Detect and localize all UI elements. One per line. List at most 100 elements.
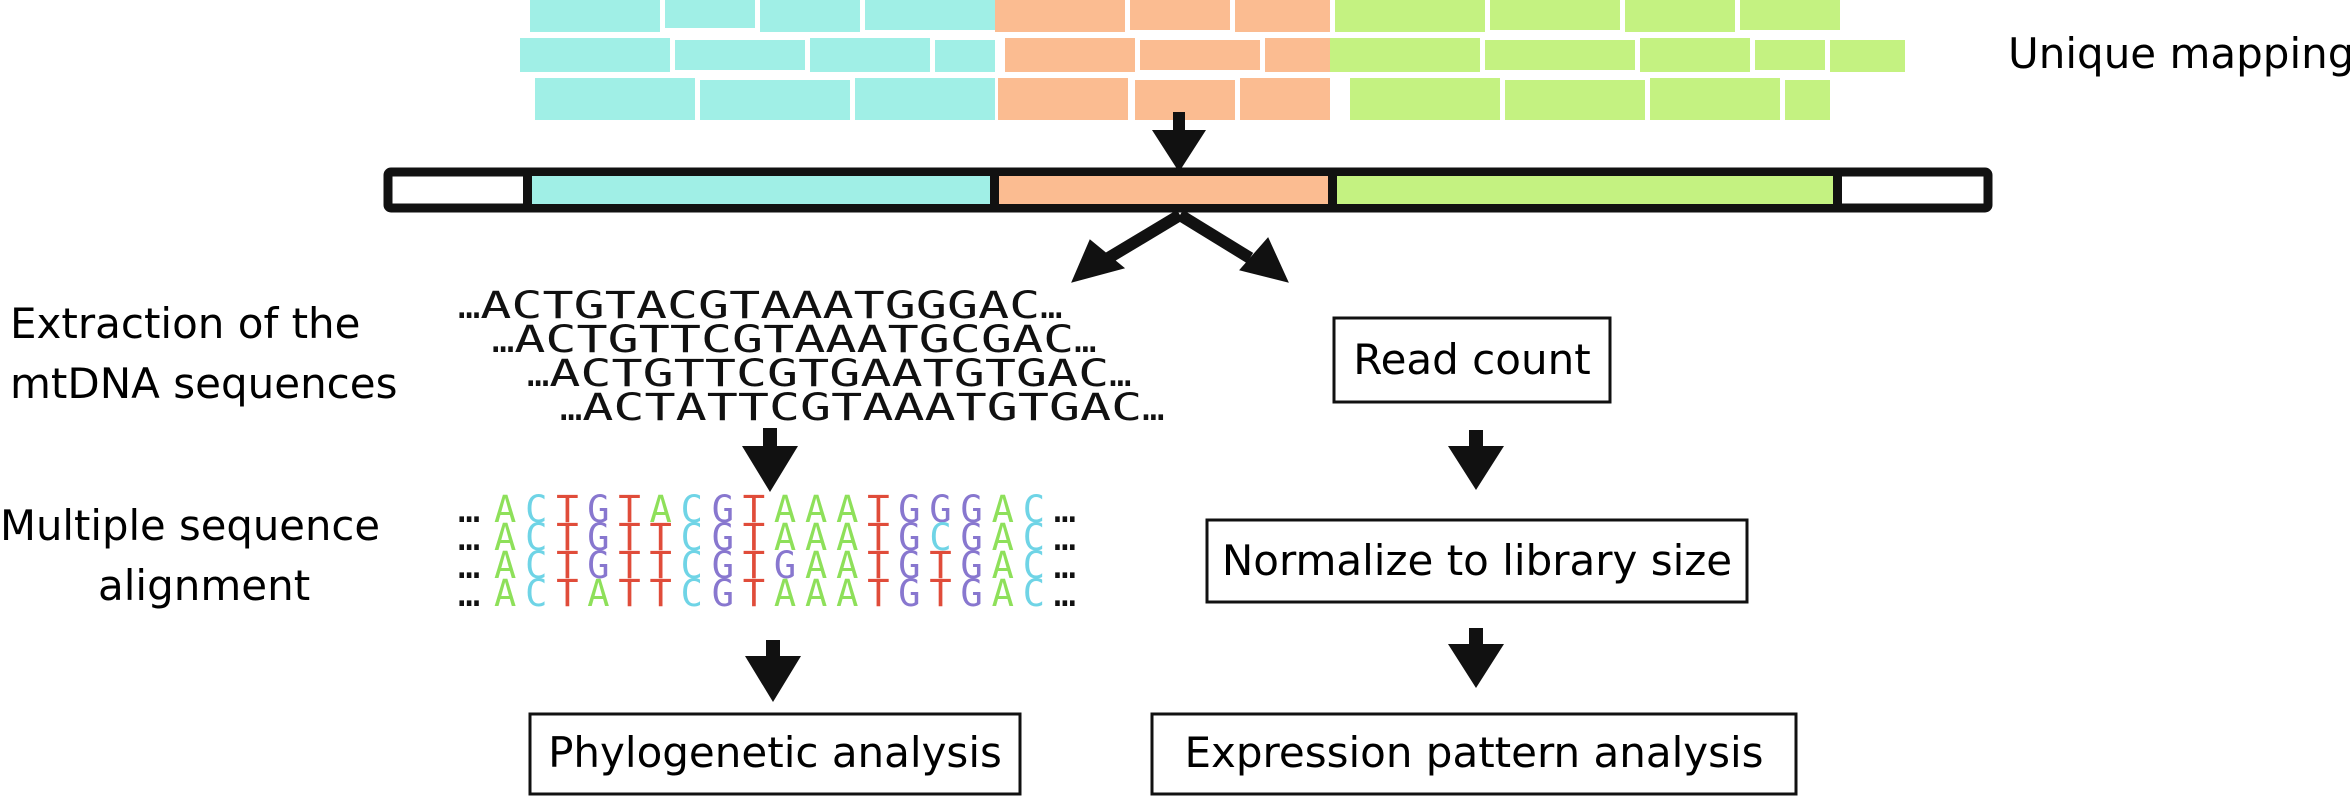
arrow-to-expression-icon [1448, 628, 1504, 688]
aligned-base: A [494, 488, 516, 531]
aligned-base: C [681, 488, 703, 531]
normalize-box: Normalize to library size [1205, 518, 1749, 604]
genome-segment-salmon [998, 176, 1328, 204]
aligned-base: C [525, 488, 547, 531]
aligned-base: G [961, 488, 983, 531]
genome-segment-cyan [530, 176, 990, 204]
aligned-base: A [805, 488, 827, 531]
expression-box: Expression pattern analysis [1150, 712, 1798, 796]
aligned-base: G [774, 544, 796, 587]
aligned-base: T [743, 544, 765, 587]
aligned-base: T [743, 572, 765, 615]
arrow-to-phylogenetic-icon [745, 640, 801, 702]
aligned-base: A [836, 544, 858, 587]
aligned-base: C [1023, 544, 1045, 587]
aligned-base: G [587, 544, 609, 587]
genome-bar [383, 167, 1993, 213]
aligned-base: A [650, 488, 672, 531]
mapped-reads [520, 0, 1905, 120]
extracted-seq-2: …ACTGTTCGTAAATGCGAC… [492, 318, 1097, 361]
aligned-base: G [712, 516, 734, 559]
aligned-base: G [898, 544, 920, 587]
aligned-base: G [961, 544, 983, 587]
aligned-base: C [525, 516, 547, 559]
aligned-base: C [1023, 488, 1045, 531]
aligned-base: A [774, 572, 796, 615]
arrow-split-left-icon [1071, 209, 1184, 283]
aligned-base: T [867, 488, 889, 531]
extraction-label-line1: Extraction of the [10, 299, 361, 348]
aligned-base: A [992, 572, 1014, 615]
aligned-base: A [992, 488, 1014, 531]
aligned-base: T [929, 572, 951, 615]
aligned-base: A [774, 516, 796, 559]
reads-green [1330, 0, 1905, 120]
aligned-base: A [836, 488, 858, 531]
aligned-base: A [805, 516, 827, 559]
aligned-base: C [681, 516, 703, 559]
aligned-base: G [587, 516, 609, 559]
aligned-base: A [992, 544, 1014, 587]
extraction-label-line2: mtDNA sequences [10, 359, 398, 408]
reads-salmon [995, 0, 1330, 120]
aligned-base: G [898, 488, 920, 531]
aligned-base: T [556, 544, 578, 587]
reads-cyan [520, 0, 995, 120]
aligned-base: T [867, 516, 889, 559]
aligned-ellipsis-left: … [458, 516, 480, 559]
unique-mapping-label: Unique mapping [2008, 29, 2350, 78]
aligned-base: T [650, 516, 672, 559]
aligned-base: A [805, 544, 827, 587]
aligned-ellipsis-left: … [458, 544, 480, 587]
aligned-base: T [867, 544, 889, 587]
aligned-base: T [867, 572, 889, 615]
aligned-ellipsis-left: … [458, 488, 480, 531]
aligned-ellipsis-left: … [458, 572, 480, 615]
aligned-base: C [1023, 572, 1045, 615]
arrow-split-right-icon [1176, 209, 1289, 283]
aligned-base: T [618, 572, 640, 615]
aligned-ellipsis-right: … [1054, 544, 1076, 587]
aligned-base: C [525, 544, 547, 587]
aligned-base: G [587, 488, 609, 531]
arrow-mapping-icon [1152, 112, 1206, 172]
read-count-box: Read count [1332, 316, 1612, 404]
aligned-base: A [774, 488, 796, 531]
aligned-base: T [556, 488, 578, 531]
aligned-base: T [618, 516, 640, 559]
extracted-seq-3: …ACTGTTCGTGAATGTGAC… [527, 352, 1132, 395]
normalize-label: Normalize to library size [1222, 536, 1732, 585]
aligned-base: A [587, 572, 609, 615]
aligned-ellipsis-right: … [1054, 516, 1076, 559]
aligned-base: G [929, 488, 951, 531]
phylogenetic-label: Phylogenetic analysis [548, 728, 1002, 777]
aligned-base: G [961, 516, 983, 559]
msa-label-line2: alignment [98, 561, 310, 610]
aligned-base: A [992, 516, 1014, 559]
aligned-base: T [743, 516, 765, 559]
aligned-base: T [650, 572, 672, 615]
extracted-sequences: …ACTGTACGTAAATGGGAC… …ACTGTTCGTAAATGCGAC… [458, 284, 1165, 429]
genome-segment-green [1336, 176, 1833, 204]
aligned-base: G [712, 572, 734, 615]
msa-label-line1: Multiple sequence [0, 501, 380, 550]
phylogenetic-box: Phylogenetic analysis [528, 712, 1022, 796]
aligned-base: C [929, 516, 951, 559]
extracted-seq-4: …ACTATTCGTAAATGTGAC… [560, 386, 1165, 429]
aligned-base: T [743, 488, 765, 531]
aligned-base: G [712, 544, 734, 587]
aligned-base: G [898, 516, 920, 559]
aligned-base: A [494, 516, 516, 559]
aligned-base: T [556, 516, 578, 559]
aligned-base: G [898, 572, 920, 615]
aligned-base: C [1023, 516, 1045, 559]
expression-label: Expression pattern analysis [1184, 728, 1763, 777]
aligned-base: T [929, 544, 951, 587]
arrow-to-normalize-icon [1448, 430, 1504, 490]
aligned-base: G [961, 572, 983, 615]
aligned-base: A [836, 516, 858, 559]
aligned-base: A [805, 572, 827, 615]
aligned-base: C [681, 544, 703, 587]
